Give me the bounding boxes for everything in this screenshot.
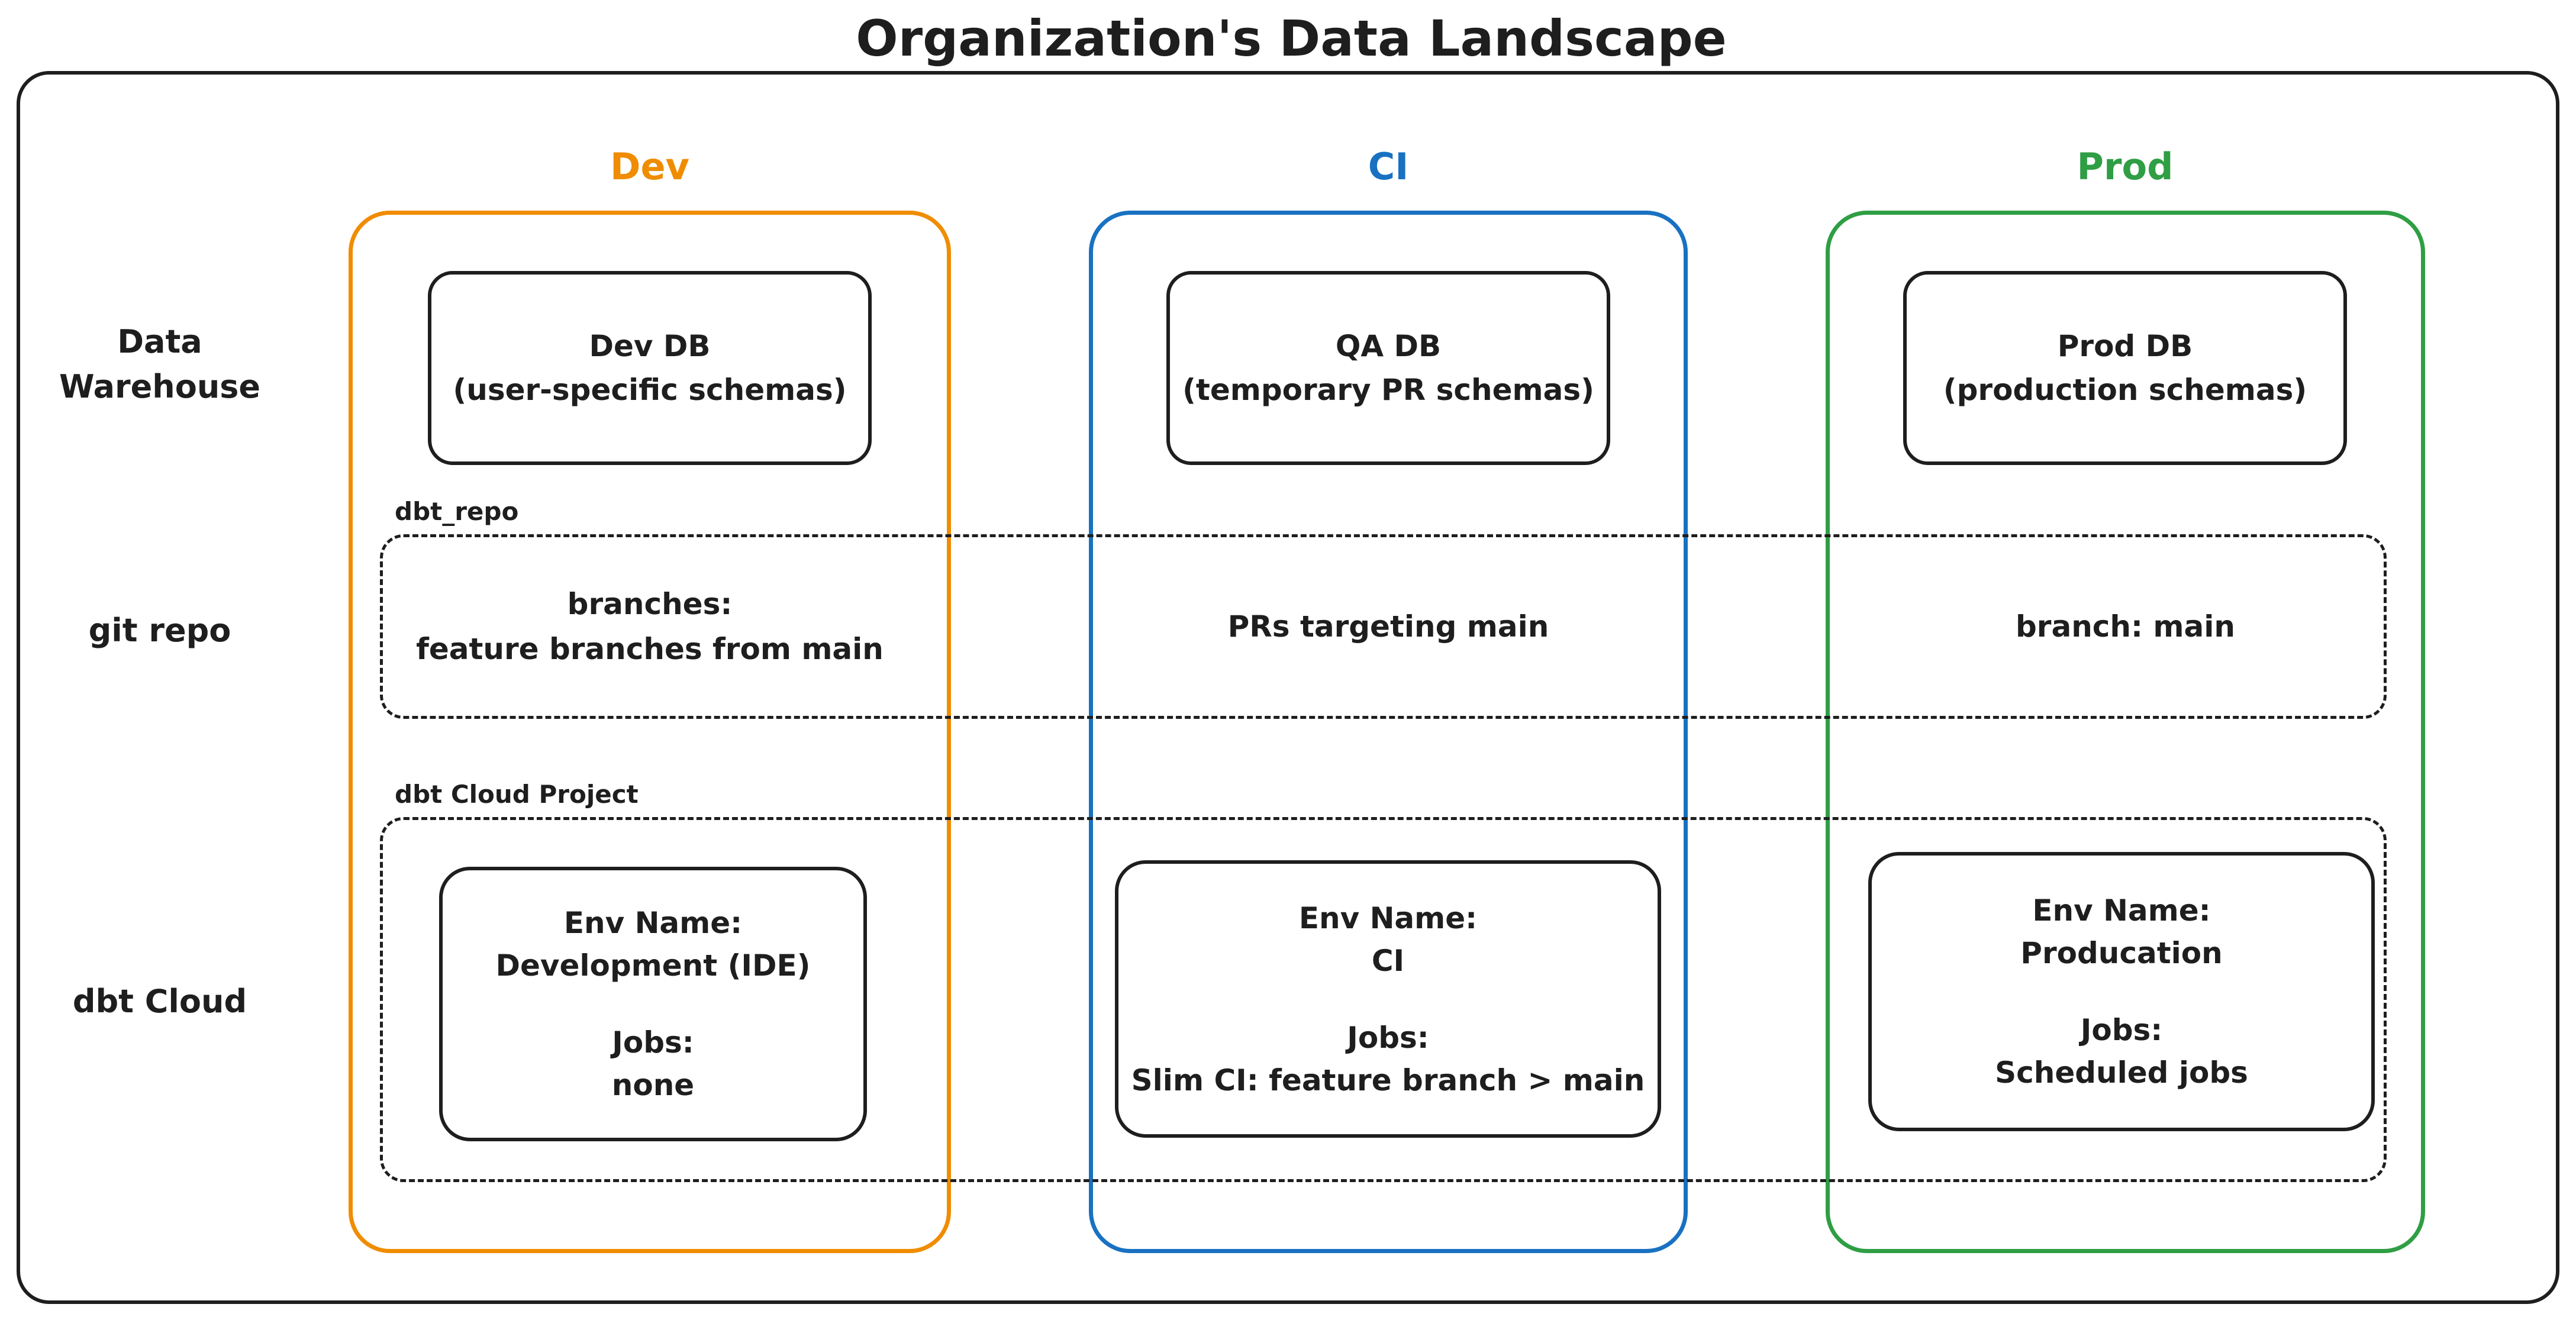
dev-column-box (349, 211, 951, 1253)
env-name-value: CI (1371, 943, 1405, 978)
git-text-line: branch: main (2016, 609, 2235, 644)
ci-column-box (1089, 211, 1688, 1253)
row-label-git-repo: git repo (36, 608, 284, 653)
row-label-line: dbt Cloud (72, 983, 247, 1020)
dbt-repo-dashed-box (380, 534, 2387, 719)
row-label-data-warehouse: Data Warehouse (36, 319, 284, 409)
git-repo-prod-text: branch: main (1826, 534, 2425, 719)
env-name-value: Producation (2020, 936, 2223, 970)
outer-boundary-box (17, 71, 2559, 1304)
jobs-value: Slim CI: feature branch > main (1131, 1063, 1645, 1098)
db-box-subtitle: (user-specific schemas) (453, 373, 847, 407)
env-name-label: Env Name: (563, 906, 743, 940)
prod-column-box (1826, 211, 2425, 1253)
env-name-label: Env Name: (2032, 893, 2211, 928)
dbt-cloud-project-label: dbt Cloud Project (395, 780, 639, 809)
git-text-line: branches: (567, 587, 733, 621)
dbt-cloud-project-dashed-box (380, 817, 2387, 1182)
git-text-line: PRs targeting main (1227, 609, 1549, 644)
dev-environment-box: Env Name: Development (IDE) Jobs: none (439, 867, 867, 1141)
git-repo-dev-text: branches: feature branches from main (349, 534, 951, 719)
qa-db-box: QA DB (temporary PR schemas) (1166, 271, 1610, 465)
prod-db-box: Prod DB (production schemas) (1903, 271, 2347, 465)
db-box-subtitle: (temporary PR schemas) (1182, 373, 1594, 407)
env-name-label: Env Name: (1298, 900, 1478, 935)
db-box-title: QA DB (1335, 329, 1442, 363)
git-text-line: feature branches from main (416, 632, 884, 666)
db-box-title: Dev DB (589, 329, 711, 363)
column-header-dev: Dev (610, 145, 689, 188)
diagram-title: Organization's Data Landscape (856, 9, 1727, 67)
column-header-prod: Prod (2077, 145, 2174, 188)
row-label-line: Data (117, 323, 202, 360)
jobs-value: none (611, 1068, 695, 1102)
dbt-repo-label: dbt_repo (395, 497, 519, 526)
dev-db-box: Dev DB (user-specific schemas) (428, 271, 872, 465)
git-repo-ci-text: PRs targeting main (1089, 534, 1688, 719)
jobs-label: Jobs: (612, 1025, 694, 1060)
jobs-value: Scheduled jobs (1995, 1055, 2248, 1090)
env-name-value: Development (IDE) (495, 948, 811, 983)
db-box-title: Prod DB (2057, 329, 2193, 363)
db-box-subtitle: (production schemas) (1943, 373, 2307, 407)
row-label-line: git repo (88, 612, 231, 649)
jobs-label: Jobs: (2080, 1013, 2163, 1047)
row-label-dbt-cloud: dbt Cloud (36, 979, 284, 1024)
jobs-label: Jobs: (1347, 1020, 1429, 1055)
prod-environment-box: Env Name: Producation Jobs: Scheduled jo… (1868, 852, 2375, 1131)
column-header-ci: CI (1368, 145, 1409, 188)
ci-environment-box: Env Name: CI Jobs: Slim CI: feature bran… (1115, 860, 1661, 1138)
row-label-line: Warehouse (59, 368, 261, 405)
